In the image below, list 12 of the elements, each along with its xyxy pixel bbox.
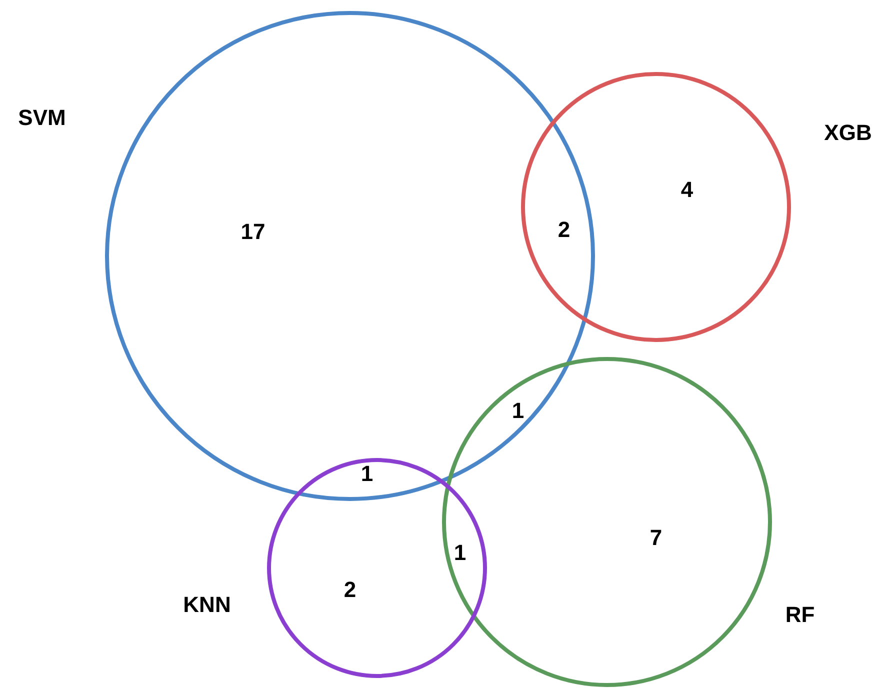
set-label: RF — [785, 604, 815, 626]
region-count: 2 — [344, 579, 356, 601]
region-count: 7 — [650, 527, 662, 549]
region-count: 4 — [680, 179, 694, 201]
set-label: KNN — [183, 594, 231, 616]
region-count: 17 — [240, 221, 266, 243]
set-label: SVM — [18, 107, 66, 129]
region-count: 1 — [360, 463, 374, 485]
region-count: 2 — [558, 219, 570, 241]
region-count: 1 — [512, 400, 524, 422]
set-label: XGB — [824, 122, 872, 144]
region-count: 1 — [454, 542, 466, 564]
